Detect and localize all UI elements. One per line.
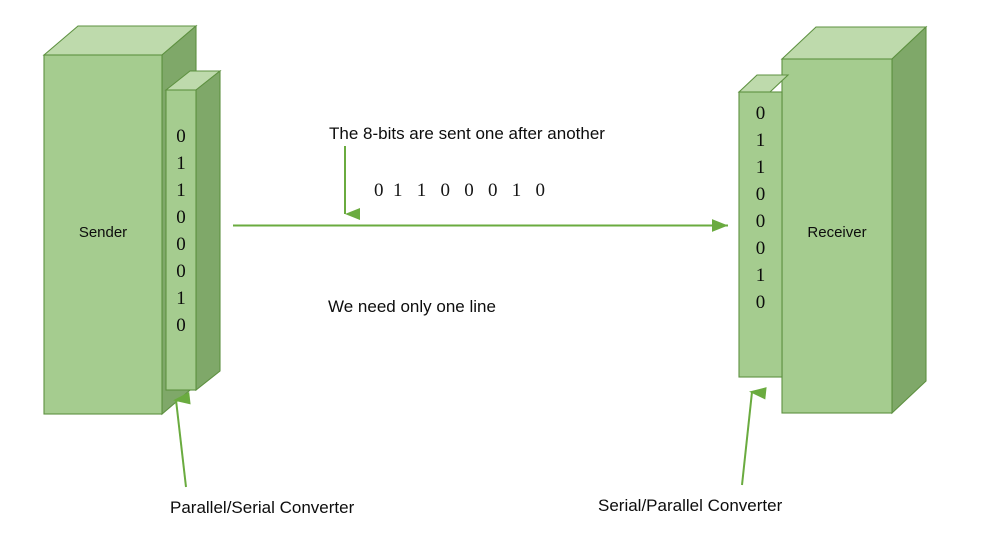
bit-cell: 0	[176, 207, 186, 228]
bit-cell: 0	[755, 292, 766, 313]
sender-register-box	[164, 69, 222, 392]
bit-cell: 0	[176, 261, 186, 282]
receiver-bit-register: 0 1 1 0 0 0 1 0	[744, 100, 777, 316]
bit-cell: 1	[176, 288, 186, 309]
sender-register-side-face	[195, 69, 221, 392]
receiver-box	[780, 25, 928, 415]
serial-parallel-converter-label: Serial/Parallel Converter	[598, 496, 783, 515]
bit-cell: 0	[755, 238, 766, 259]
receiver-label: Receiver	[807, 224, 867, 241]
parallel-serial-converter-label: Parallel/Serial Converter	[170, 498, 355, 517]
receiver-register-front-face	[738, 91, 783, 378]
serial-bit-stream: 0 1 1 0 0 0 1 0	[374, 180, 545, 201]
bit-cell: 0	[176, 126, 186, 147]
bit-cell: 0	[176, 234, 186, 255]
sender-register-front-face	[165, 89, 197, 391]
bit-cell: 0	[176, 315, 186, 336]
receiver-register-top-face	[737, 74, 790, 93]
bit-cell: 0	[755, 211, 766, 232]
parallel-serial-up-arrow-icon	[173, 392, 191, 488]
bit-cell: 1	[176, 153, 186, 174]
single-line-caption: We need only one line	[328, 297, 496, 316]
serial-parallel-up-arrow-icon	[741, 387, 767, 486]
sender-box-front-face	[43, 54, 163, 415]
receiver-register-box	[737, 74, 790, 378]
bit-cell: 0	[755, 184, 766, 205]
sender-label: Sender	[78, 224, 128, 241]
receiver-box-side-face	[891, 25, 927, 415]
bit-cell: 0	[755, 103, 766, 124]
bit-cell: 1	[176, 180, 186, 201]
bit-cell: 1	[755, 157, 766, 178]
bit-cell: 1	[755, 130, 766, 151]
bit-cell: 1	[755, 265, 766, 286]
sender-bit-register: 0 1 1 0 0 0 1 0	[166, 123, 196, 339]
transmission-caption: The 8-bits are sent one after another	[329, 124, 605, 143]
